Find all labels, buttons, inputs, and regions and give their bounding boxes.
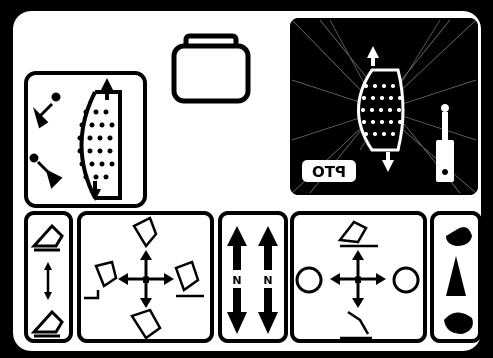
pto-label: PTO: [312, 163, 346, 181]
swing-neutral-letter: N: [354, 276, 362, 286]
travel-levers-panel: N N: [220, 213, 286, 341]
speed-selector-panel: [432, 213, 480, 341]
boom-tilt-panel: [26, 213, 71, 341]
loader-joystick-panel: N: [79, 213, 212, 341]
left-travel-neutral-letter: N: [232, 274, 241, 287]
swing-joystick-panel: N: [292, 213, 425, 341]
pto-control-panel: PTO: [290, 18, 478, 195]
boom-raise-lower-panel: [26, 73, 145, 206]
loader-neutral-letter: N: [142, 276, 150, 286]
right-travel-neutral-letter: N: [263, 274, 272, 287]
